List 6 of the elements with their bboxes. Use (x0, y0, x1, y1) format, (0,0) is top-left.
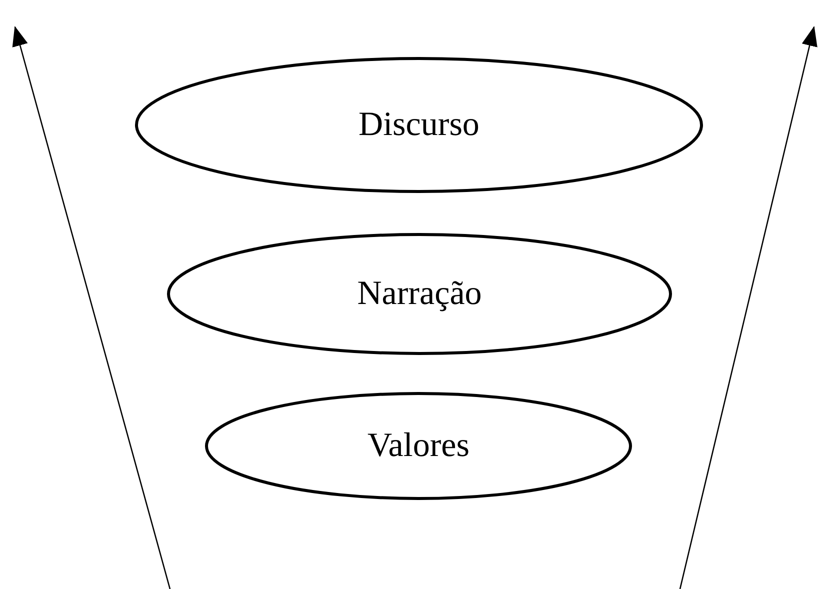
node-label: Discurso (358, 106, 480, 144)
node-label: Narração (357, 275, 482, 313)
ellipse-node (205, 392, 632, 500)
node-label: Valores (368, 427, 470, 465)
ellipse-node (167, 233, 672, 355)
ellipse-node (135, 57, 703, 193)
